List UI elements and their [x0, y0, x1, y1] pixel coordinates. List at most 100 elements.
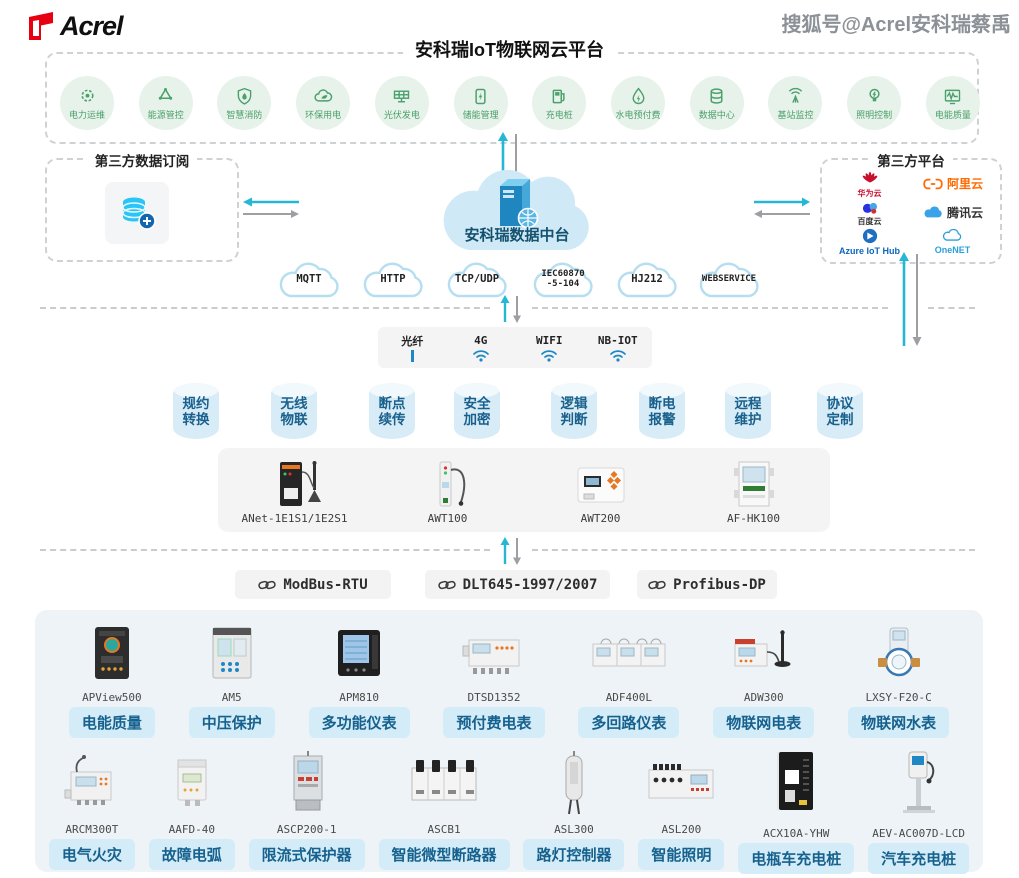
bus-protocol-label: DLT645-1997/2007	[462, 576, 598, 593]
product-category-badge: 电能质量	[68, 707, 155, 738]
power-quality-icon	[945, 89, 961, 104]
app-label: 电力运维	[68, 109, 105, 120]
gateway-awt200: AWT200	[524, 448, 677, 532]
subscription-box-title-text: 第三方数据订阅	[86, 154, 198, 169]
feature-label: 远程维护	[734, 396, 762, 428]
wifi-icon	[541, 349, 558, 362]
feature-label: 安全加密	[463, 396, 491, 428]
ev-charger-icon	[552, 89, 565, 103]
database-tile	[105, 182, 169, 244]
product-apm810: APM810 多功能仪表	[308, 622, 410, 738]
feature-label: 规约转换	[182, 396, 210, 428]
vendor-label: 百度云	[857, 216, 882, 226]
product-model: ACX10A-YHW	[763, 827, 830, 840]
am5-image	[212, 627, 252, 679]
protocol-cloud-tcpudp: TCP/UDP	[442, 261, 512, 303]
bus-protocol-label: ModBus-RTU	[283, 576, 368, 593]
network-label: NB-IOT	[597, 333, 638, 347]
app-water-prepay: 水电预付费	[611, 76, 666, 130]
water-prepay-icon	[632, 87, 644, 104]
product-category-badge: 多功能仪表	[308, 707, 410, 738]
feature-logic-judgement: 逻辑判断	[551, 383, 597, 439]
bus-protocol-dlt645: DLT645-1997/2007	[425, 570, 610, 599]
product-adf400l: ADF400L 多回路仪表	[578, 622, 680, 738]
third-party-platform-box: 第三方平台 华为云 阿里云 百度云 腾讯云 Azure IoT Hub	[820, 154, 1002, 264]
page-title: 安科瑞IoT物联网云平台	[0, 36, 1019, 62]
bus-protocol-profibus: Profibus-DP	[637, 570, 777, 599]
asl300-image	[565, 751, 583, 815]
vendor-label: OneNET	[934, 244, 971, 255]
vendor-label: 华为云	[857, 188, 882, 198]
product-model: APM810	[339, 691, 379, 704]
acrel-logo-icon	[29, 12, 53, 40]
apm810-image	[338, 630, 381, 676]
energy-mgmt-icon	[158, 87, 173, 100]
feature-label: 无线物联	[280, 396, 308, 428]
link-icon	[437, 580, 456, 589]
product-arcm300t: ARCM300T 电气火灾	[48, 750, 135, 874]
third-party-box-title: 第三方平台	[822, 150, 1000, 171]
acx10a-image	[777, 752, 814, 810]
app-label: 基站监控	[777, 109, 814, 120]
power-ops-icon	[80, 89, 94, 102]
feature-resume-transfer: 断点续传	[369, 383, 415, 439]
dashed-separator	[532, 549, 975, 551]
app-eco-power: 环保用电	[296, 76, 351, 130]
huawei-cloud-icon	[862, 171, 877, 183]
link-icon	[648, 580, 666, 589]
database-plus-icon	[122, 197, 156, 230]
vendor-logos: 华为云 阿里云 百度云 腾讯云 Azure IoT Hub OneNET	[828, 170, 994, 256]
network-nbiot: NB-IOT	[584, 327, 653, 368]
feature-wireless-iot: 无线物联	[271, 383, 317, 439]
updown-arrows-gateway-devices	[500, 537, 521, 565]
gateway-awt100: AWT100	[371, 448, 524, 532]
feature-label: 逻辑判断	[560, 396, 588, 428]
vendor-onenet: OneNET	[934, 228, 971, 255]
product-category-badge: 汽车充电桩	[868, 843, 970, 874]
wifi-icon	[609, 349, 626, 362]
product-model: ASCP200-1	[276, 823, 337, 836]
app-label: 数据中心	[698, 109, 735, 120]
vendor-alibaba-cloud: 阿里云	[922, 177, 983, 191]
product-model: DTSD1352	[467, 691, 521, 704]
product-category-badge: 智能照明	[638, 839, 725, 870]
apview500-image	[94, 627, 129, 679]
baidu-cloud-icon	[862, 202, 877, 214]
products-box: APView500 电能质量 AM5 中压保护 APM810 多功能仪表 DTS…	[35, 610, 983, 874]
vendor-huawei-cloud: 华为云	[858, 171, 882, 198]
dashed-separator	[928, 307, 975, 309]
feature-remote-maintenance: 远程维护	[725, 383, 771, 439]
lighting-icon	[869, 88, 880, 101]
gateway-label: ANet-1E1S1/1E2S1	[241, 512, 348, 525]
cloud-outline	[363, 262, 423, 298]
link-icon	[258, 580, 277, 589]
product-model: AM5	[221, 691, 242, 704]
product-apview500: APView500 电能质量	[68, 622, 155, 738]
vendor-azure-iot-hub: Azure IoT Hub	[839, 228, 900, 256]
gateway-label: AWT200	[580, 512, 621, 525]
watermark: 搜狐号@Acrel安科瑞蔡禹	[781, 14, 1011, 36]
app-data-center: 数据中心	[689, 76, 744, 130]
app-power-quality: 电能质量	[925, 76, 980, 130]
fiber-line-icon	[410, 350, 414, 362]
product-category-badge: 电瓶车充电桩	[738, 843, 855, 874]
eco-power-icon	[314, 88, 333, 102]
product-category-badge: 限流式保护器	[248, 839, 365, 870]
adf400l-image	[592, 638, 666, 667]
gateway-label: AF-HK100	[727, 512, 780, 525]
protocol-cloud-hj212: HJ212	[612, 261, 682, 303]
product-model: ASL200	[661, 823, 702, 836]
product-model: ASCB1	[427, 823, 461, 836]
app-fire-safety: 智慧消防	[217, 76, 272, 130]
product-model: AEV-AC007D-LCD	[872, 827, 965, 840]
protocol-cloud-webservice: WEBSERVICE	[694, 261, 764, 303]
cloud-outline	[279, 262, 339, 298]
app-storage: 储能管理	[453, 76, 508, 130]
data-center-cloud: 安科瑞数据中台	[433, 158, 601, 266]
asl200-image	[648, 764, 714, 799]
third-party-subscription-box: 第三方数据订阅	[45, 154, 239, 262]
updown-arrows-cloud-network	[500, 295, 521, 323]
brand-text: Acrel	[60, 10, 124, 41]
product-category-badge: 故障电弧	[148, 839, 235, 870]
protocol-cloud-iec60870: IEC60870-5-104	[528, 261, 598, 303]
